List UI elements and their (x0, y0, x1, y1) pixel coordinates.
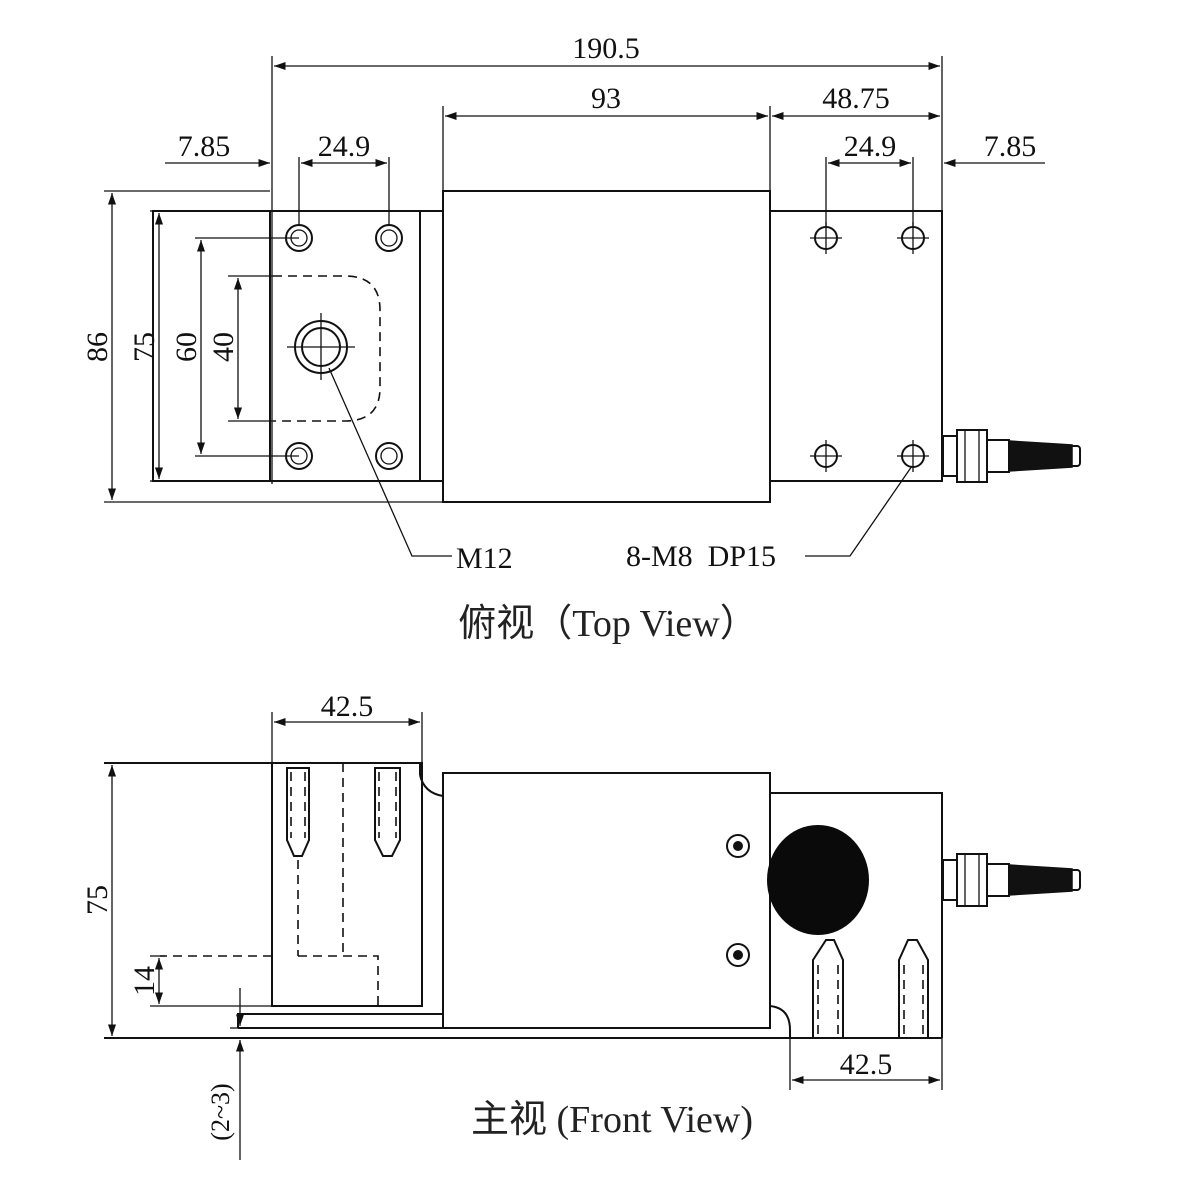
screw-icon (726, 943, 750, 967)
dim-right-hole-spacing: 24.9 (844, 130, 897, 163)
top-view: 190.5 93 48.75 7.85 24.9 24.9 7.85 86 75… (81, 32, 1081, 645)
dim-step: 14 (128, 966, 161, 996)
bolt-icon (898, 939, 929, 1039)
mount-hole (375, 442, 403, 470)
bolt-icon (812, 939, 844, 1039)
dim-gap: (2~3) (206, 1083, 235, 1140)
front-view: 42.5 75 14 42.5 (2~3) 主视 (Front View) (81, 690, 1081, 1160)
dim-right-section: 48.75 (822, 82, 890, 115)
callout-mount-holes: 8-M8 DP15 (626, 540, 776, 573)
bolt-icon (374, 767, 401, 857)
dim-height-40: 40 (207, 332, 240, 362)
dim-left-hole-spacing: 24.9 (318, 130, 371, 163)
dim-right-foot: 42.5 (840, 1048, 893, 1081)
dim-height-86: 86 (81, 332, 114, 362)
top-view-body (152, 190, 943, 503)
top-dimension-lines (104, 56, 1045, 557)
screw-icon (726, 834, 750, 858)
front-view-body (104, 762, 943, 1039)
dim-center-block: 93 (591, 82, 621, 115)
bolt-icon (286, 767, 310, 857)
dim-right-edge-offset: 7.85 (984, 130, 1037, 163)
center-thread-hole (287, 313, 355, 380)
dim-front-height: 75 (81, 885, 114, 915)
front-view-caption: 主视 (Front View) (471, 1099, 753, 1141)
front-dimension-lines (107, 712, 943, 1160)
dim-height-60: 60 (170, 332, 203, 362)
cable-connector-icon (942, 429, 1081, 483)
mount-hole (810, 440, 842, 472)
knob-icon (767, 825, 869, 935)
top-view-caption: 俯视（Top View） (458, 603, 757, 645)
cable-connector-icon (942, 853, 1081, 907)
dim-overall-length: 190.5 (572, 32, 640, 65)
mount-hole (897, 440, 929, 472)
dim-height-75: 75 (128, 332, 161, 362)
dim-left-foot: 42.5 (321, 690, 374, 723)
callout-center-thread: M12 (456, 542, 513, 575)
dim-left-edge-offset: 7.85 (178, 130, 231, 163)
